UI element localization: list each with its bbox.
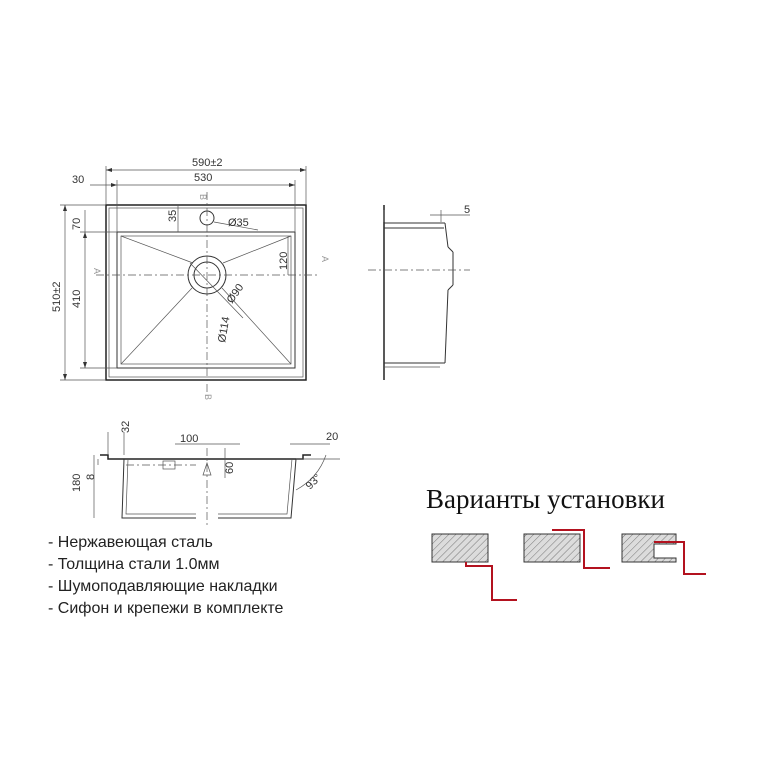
sink-bowl: [116, 231, 296, 369]
drain-inner-label: Ø90: [225, 282, 247, 306]
dim-overall-depth-label: 510±2: [51, 281, 63, 312]
feature-item: Шумоподавляющие накладки: [48, 576, 283, 598]
dim-front-100-label: 100: [180, 433, 198, 445]
dim-overall-width: [105, 166, 307, 205]
dim-bowl-depth-label: 410: [71, 290, 83, 308]
drain-leader: [189, 262, 244, 319]
feature-list: Нержавеющая сталь Толщина стали 1.0мм Шу…: [48, 532, 284, 620]
section-marker-a-left: A: [92, 268, 102, 274]
drain-outer-label: Ø114: [216, 316, 232, 344]
tap-hole-leader: [213, 221, 259, 231]
dim-front-20-label: 20: [326, 431, 338, 443]
dim-bowl-width: [90, 180, 296, 232]
dim-angle-label: 93°: [304, 472, 324, 492]
dim-front-32-label: 32: [120, 421, 132, 433]
dim-right-offset-label: 120: [278, 252, 290, 270]
dim-drain-offset-label: 35: [167, 210, 179, 222]
dim-front-8-label: 8: [85, 474, 97, 480]
installation-variant-2: [523, 529, 610, 569]
section-marker-b-bottom: B: [203, 394, 213, 400]
dim-bowl-depth: [80, 210, 117, 369]
section-marker-a-right: A: [320, 256, 330, 262]
dim-side-rim-label: 5: [464, 204, 470, 216]
dim-front-60-label: 60: [224, 462, 236, 474]
feature-item: Толщина стали 1.0мм: [48, 554, 283, 576]
feature-item: Сифон и крепежи в комплекте: [48, 598, 284, 620]
sink-outer-rim: [105, 204, 307, 381]
dim-front-180-label: 180: [71, 474, 83, 492]
installation-variant-1: [431, 533, 517, 601]
bowl-slope-lines: [120, 235, 292, 365]
dim-flange-back-label: 70: [71, 218, 83, 230]
top-view: 590±2 530 30 510±2 410 70: [51, 157, 330, 400]
dim-overall-depth: [60, 204, 106, 381]
installation-variants-title: Варианты установки: [426, 484, 665, 514]
dim-flange-left-label: 30: [72, 174, 84, 186]
feature-item: Нержавеющая сталь: [48, 532, 283, 554]
dim-bowl-width-label: 530: [194, 172, 212, 184]
dim-overall-width-label: 590±2: [192, 157, 223, 169]
front-view: [93, 432, 340, 525]
tap-hole-label: Ø35: [228, 217, 249, 229]
installation-variant-3: [621, 533, 706, 575]
section-marker-b-top: B: [198, 194, 208, 200]
sink-outer-rim-inner: [108, 207, 304, 378]
sink-bowl-inner: [120, 235, 292, 365]
side-view: [368, 205, 470, 380]
